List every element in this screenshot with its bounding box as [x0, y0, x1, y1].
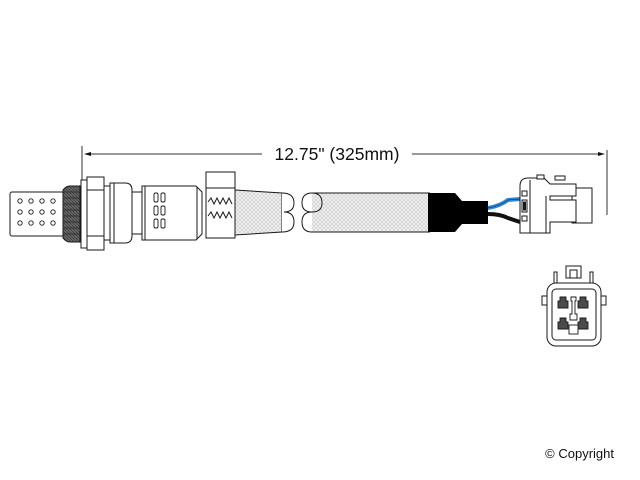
hex-nut: [80, 176, 105, 251]
sensor-housing: [103, 182, 203, 244]
wire-black: [487, 212, 521, 224]
rubber-boot: [428, 193, 488, 232]
vent-holes-icon: [17, 198, 56, 226]
connector-pins-icon: [557, 296, 589, 335]
threaded-body: [62, 185, 81, 243]
copyright-notice: © Copyright: [545, 446, 614, 461]
braided-sleeve-left: [234, 189, 295, 236]
crimp-clamp: [205, 171, 236, 239]
braided-sleeve-right: [301, 192, 430, 233]
connector-side: [519, 174, 593, 234]
dimension-line: [81, 146, 608, 215]
housing-slots: [153, 192, 166, 229]
connector-face: [541, 265, 607, 347]
wires: [487, 197, 521, 224]
dimension-label: 12.75" (325mm): [275, 144, 400, 164]
wire-blue: [487, 197, 521, 210]
sensor-tip: [9, 191, 65, 237]
